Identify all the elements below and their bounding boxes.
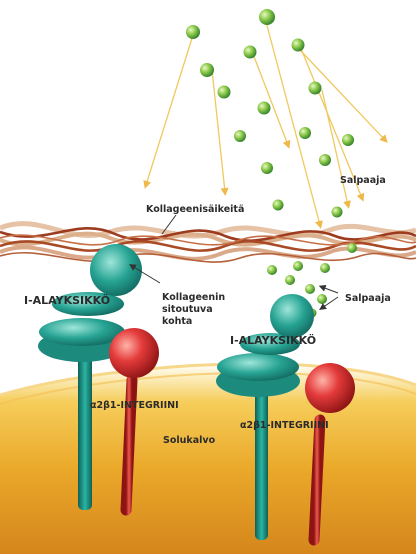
i-subunit-right xyxy=(270,294,314,338)
i-subunit-left xyxy=(90,244,142,296)
label-inhibitor-mid: Salpaaja xyxy=(345,293,391,304)
collagen-fibers xyxy=(0,224,416,262)
label-integrin-left: α2β1-INTEGRIINI xyxy=(90,400,179,411)
label-binding-site-1: Kollageenin xyxy=(162,292,225,303)
inhibitor-molecules xyxy=(186,9,357,318)
label-binding-site-2: sitoutuva xyxy=(162,304,213,315)
label-integrin-right: α2β1-INTEGRIINI xyxy=(240,420,329,431)
beta-stem-right xyxy=(314,420,320,540)
inhibitor-leader-a xyxy=(322,287,338,293)
label-i-subunit-right: I-ALAYKSIKKÖ xyxy=(230,333,316,347)
label-collagen-fibers: Kollageenisäikeitä xyxy=(146,204,244,215)
label-i-subunit-left: I-ALAYKSIKKÖ xyxy=(24,293,110,307)
beta-head-right xyxy=(305,363,355,413)
label-binding-site-3: kohta xyxy=(162,316,192,327)
beta-head-left xyxy=(109,328,159,378)
label-cell-membrane: Solukalvo xyxy=(163,435,216,446)
alpha-base-right-upper xyxy=(217,353,299,381)
label-inhibitor-top: Salpaaja xyxy=(340,175,386,186)
inhibitor-arrows xyxy=(146,18,385,225)
